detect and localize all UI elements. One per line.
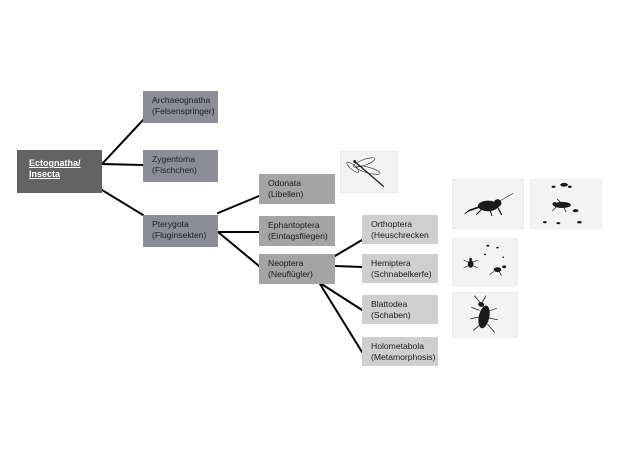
dragonfly-icon bbox=[340, 151, 398, 193]
node-orthoptera-name: Orthoptera bbox=[371, 219, 413, 229]
node-orthoptera-common: (Heuschrecken bbox=[371, 229, 429, 240]
node-pterygota-common: (Fluginsekten) bbox=[152, 229, 207, 240]
node-ectognatha-common: Insecta bbox=[29, 169, 61, 179]
connector-root-zygentoma bbox=[101, 163, 144, 166]
node-blattodea-name: Blattodea bbox=[371, 299, 408, 309]
node-neoptera-common: (Neuflügler) bbox=[268, 268, 313, 279]
node-zygentoma-name: Zygentoma bbox=[152, 154, 195, 164]
node-blattodea-common: (Schaben) bbox=[371, 309, 411, 320]
node-ectognatha-name: Ectognatha/ bbox=[29, 158, 81, 168]
node-odonata: Odonata (Libellen) bbox=[259, 174, 335, 204]
node-neoptera: Neoptera (Neuflügler) bbox=[259, 254, 335, 284]
node-holometabola-name: Holometabola bbox=[371, 341, 425, 351]
bugs-icon bbox=[452, 238, 518, 286]
node-archaeognatha: Archaeognatha (Felsenspringer) bbox=[143, 91, 218, 123]
node-blattodea: Blattodea (Schaben) bbox=[362, 295, 438, 324]
node-ephemeroptera: Ephantoptera (Eintagsfliegen) bbox=[259, 216, 335, 246]
cricket-icon bbox=[452, 179, 524, 229]
node-archaeognatha-common: (Felsenspringer) bbox=[152, 105, 215, 116]
node-ephemeroptera-name: Ephantoptera bbox=[268, 220, 320, 230]
connector-neoptera-holometabola bbox=[319, 283, 363, 353]
node-hemiptera-name: Hemiptera bbox=[371, 258, 411, 268]
node-hemiptera: Hemiptera (Schnabelkerfe) bbox=[362, 254, 438, 283]
node-holometabola-common: (Metamorphosis) bbox=[371, 351, 436, 362]
node-orthoptera: Orthoptera (Heuschrecken bbox=[362, 215, 438, 244]
connector-root-archaeognatha bbox=[101, 119, 144, 165]
connector-neoptera-orthoptera bbox=[334, 239, 363, 257]
node-odonata-common: (Libellen) bbox=[268, 188, 304, 199]
connector-root-pterygota bbox=[101, 189, 144, 216]
node-ectognatha: Ectognatha/ Insecta bbox=[17, 150, 102, 193]
stink-bug-icon bbox=[452, 292, 518, 338]
node-odonata-name: Odonata bbox=[268, 178, 301, 188]
connector-pterygota-odonata bbox=[217, 195, 260, 214]
connector-pterygota-neoptera bbox=[217, 231, 260, 267]
node-neoptera-name: Neoptera bbox=[268, 258, 304, 268]
node-pterygota-name: Pterygota bbox=[152, 219, 189, 229]
node-archaeognatha-name: Archaeognatha bbox=[152, 95, 211, 105]
connector-neoptera-hemiptera bbox=[334, 265, 363, 268]
node-pterygota: Pterygota (Fluginsekten) bbox=[143, 215, 218, 247]
node-zygentoma: Zygentoma (Fischchen) bbox=[143, 150, 218, 182]
node-hemiptera-common: (Schnabelkerfe) bbox=[371, 268, 432, 279]
node-zygentoma-common: (Fischchen) bbox=[152, 164, 197, 175]
node-ephemeroptera-common: (Eintagsfliegen) bbox=[268, 230, 328, 241]
beetles-icon bbox=[530, 179, 602, 229]
connector-neoptera-blattodea bbox=[319, 282, 363, 311]
node-holometabola: Holometabola (Metamorphosis) bbox=[362, 337, 438, 366]
